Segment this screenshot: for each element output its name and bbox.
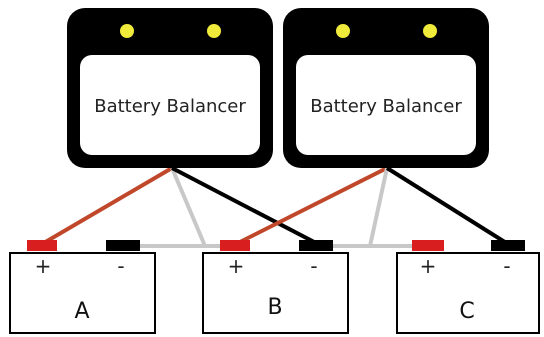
battery-body [396,252,540,334]
negative-terminal [491,240,525,251]
battery-name: A [74,299,89,324]
balancer-2-midpoint-wire [368,167,389,247]
battery-c: + - C [396,240,540,334]
negative-sign: - [310,254,317,278]
indicator-led-icon [120,24,134,38]
positive-terminal [412,240,444,251]
balancer-screen [80,55,260,155]
positive-sign: + [228,254,245,278]
battery-name: C [459,299,474,324]
positive-sign: + [35,254,52,278]
balancer-1-positive-wire [40,166,174,246]
battery-b: + - B [202,240,349,334]
negative-sign: - [117,254,124,278]
battery-body [9,252,156,334]
indicator-led-icon [423,24,437,38]
battery-name: B [267,295,282,320]
balancer-2-negative-wire [385,166,510,246]
indicator-led-icon [336,24,350,38]
balancer-1-negative-wire [171,166,319,246]
wires [40,166,510,248]
balancer-2-positive-wire [235,166,388,246]
balancer-1-midpoint-wire [170,167,207,247]
positive-terminal [220,240,250,251]
battery-balancer-2: Battery Balancer [283,8,489,168]
balancer-screen [296,55,476,155]
negative-sign: - [503,254,510,278]
indicator-led-icon [207,24,221,38]
positive-terminal [27,240,57,251]
balancer-label: Battery Balancer [94,96,246,117]
battery-body [202,252,349,334]
negative-terminal [299,240,333,251]
balancer-label: Battery Balancer [310,96,462,117]
battery-balancer-1: Battery Balancer [67,8,273,168]
battery-a: + - A [9,240,156,334]
positive-sign: + [420,254,437,278]
negative-terminal [106,240,140,251]
